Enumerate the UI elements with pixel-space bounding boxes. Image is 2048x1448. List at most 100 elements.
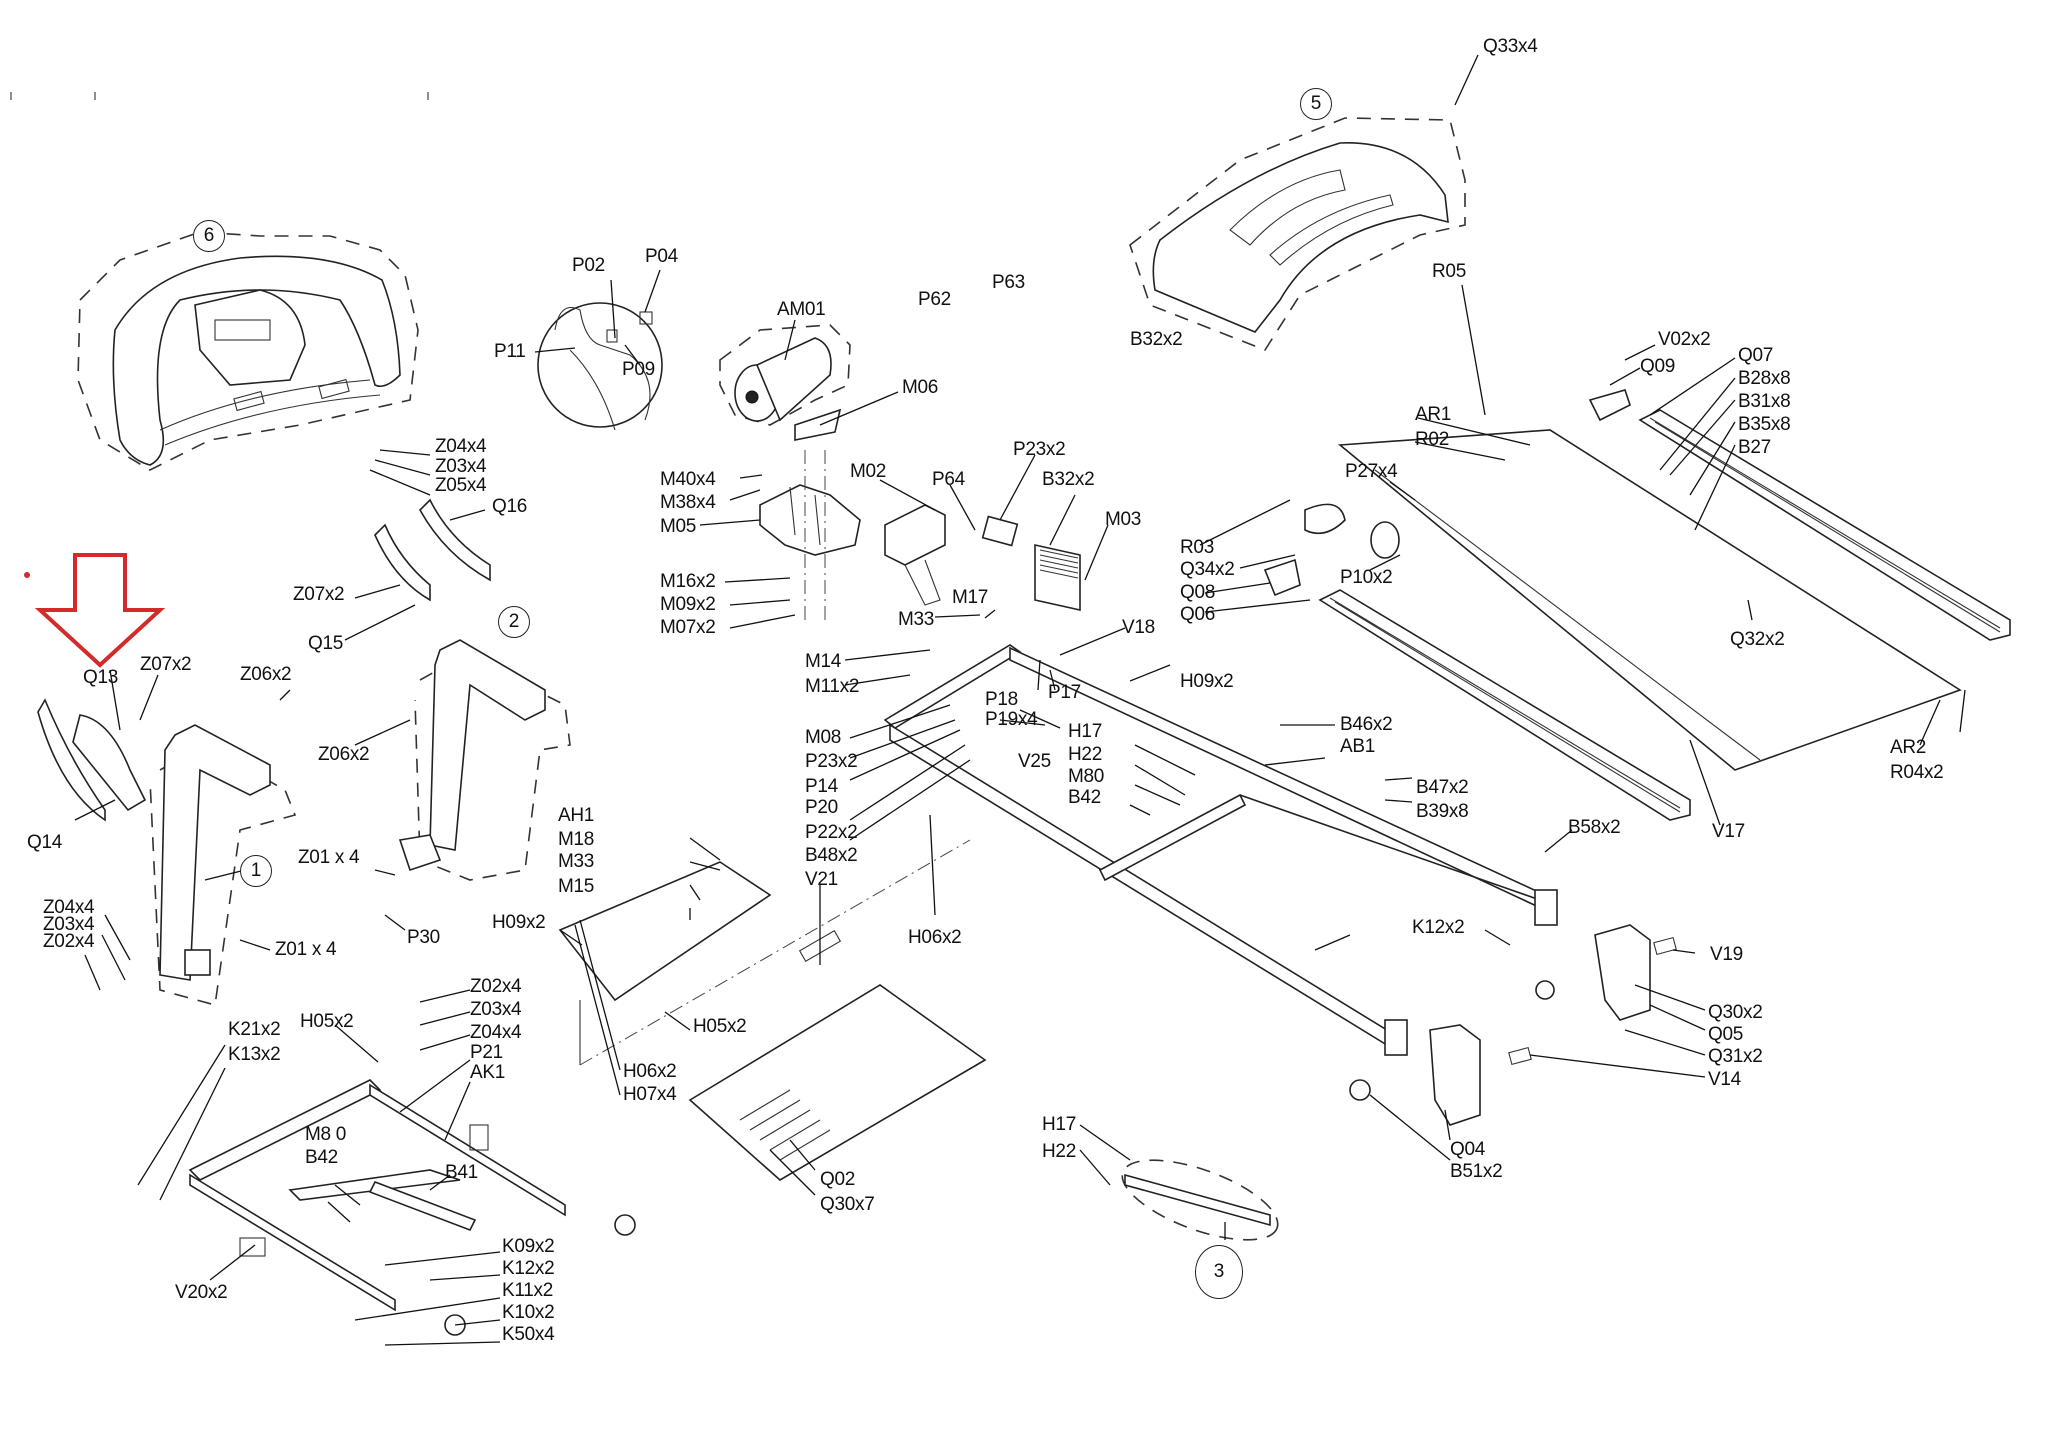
label-q13: Q13 xyxy=(83,667,119,688)
label-h06x2-bot: H06x2 xyxy=(623,1061,677,1082)
label-m11x2: M11x2 xyxy=(805,676,860,697)
label-m16x2: M16x2 xyxy=(660,571,716,592)
label-r02: R02 xyxy=(1415,429,1449,450)
label-b42-mid: B42 xyxy=(1068,787,1101,808)
label-m06: M06 xyxy=(902,377,939,398)
label-q34x2: Q34x2 xyxy=(1180,559,1235,580)
label-p22x2: P22x2 xyxy=(805,822,858,843)
label-v20x2: V20x2 xyxy=(175,1282,228,1303)
label-m03: M03 xyxy=(1105,509,1142,530)
label-p30: P30 xyxy=(407,927,440,948)
assembly-callout-3: 3 xyxy=(1195,1245,1243,1299)
label-p27x4: P27x4 xyxy=(1345,461,1398,482)
label-k11x2: K11x2 xyxy=(502,1280,553,1301)
label-m80-mid: M80 xyxy=(1068,766,1105,787)
label-z06x2-left: Z06x2 xyxy=(240,664,292,685)
label-q08: Q08 xyxy=(1180,582,1216,603)
label-v21: V21 xyxy=(805,869,838,890)
base-cover-drawing xyxy=(688,930,987,1181)
label-p62: P62 xyxy=(918,289,951,310)
highlight-arrow xyxy=(24,553,166,668)
label-q07: Q07 xyxy=(1738,345,1774,366)
label-p09: P09 xyxy=(622,359,655,380)
label-b39x8: B39x8 xyxy=(1416,801,1469,822)
label-b32x2-hood: B32x2 xyxy=(1130,329,1183,350)
motor-hood-drawing xyxy=(1129,117,1466,351)
label-ab1: AB1 xyxy=(1340,736,1376,757)
label-b48x2: B48x2 xyxy=(805,845,858,866)
label-v17: V17 xyxy=(1712,821,1745,842)
label-q32x2: Q32x2 xyxy=(1730,629,1785,650)
label-q30x2: Q30x2 xyxy=(1708,1002,1763,1023)
label-q09: Q09 xyxy=(1640,356,1676,377)
label-h17-bot: H17 xyxy=(1042,1114,1076,1135)
heat-sink-drawing xyxy=(981,515,1081,611)
motor-bracket-drawing xyxy=(759,450,861,620)
label-b47x2: B47x2 xyxy=(1416,777,1469,798)
assembly-callout-1: 1 xyxy=(240,855,272,887)
label-q04: Q04 xyxy=(1450,1139,1486,1160)
label-p04: P04 xyxy=(645,246,678,267)
label-p10x2: P10x2 xyxy=(1340,567,1393,588)
leader-lines xyxy=(74,54,1966,1346)
label-q33x4: Q33x4 xyxy=(1483,36,1538,57)
assembly-callout-5: 5 xyxy=(1300,88,1332,120)
label-p23x2: P23x2 xyxy=(805,751,858,772)
label-q06: Q06 xyxy=(1180,604,1216,625)
label-m08: M08 xyxy=(805,727,842,748)
incline-frame-drawing xyxy=(558,839,971,1066)
label-p02: P02 xyxy=(572,255,605,276)
assembly-callout-2: 2 xyxy=(498,606,530,638)
label-q16: Q16 xyxy=(492,496,528,517)
label-h22-mid: H22 xyxy=(1068,744,1102,765)
label-z07x2-right: Z07x2 xyxy=(293,584,345,605)
label-m09x2: M09x2 xyxy=(660,594,716,615)
label-q15: Q15 xyxy=(308,633,344,654)
label-am01: AM01 xyxy=(777,299,826,320)
label-z03x4-top: Z03x4 xyxy=(435,456,487,477)
label-p63: P63 xyxy=(992,272,1025,293)
label-r03: R03 xyxy=(1180,537,1214,558)
label-k13x2: K13x2 xyxy=(228,1044,281,1065)
label-b58x2: B58x2 xyxy=(1568,817,1621,838)
label-p23x2-top: P23x2 xyxy=(1013,439,1066,460)
assembly-number: 1 xyxy=(250,860,262,881)
label-p21: P21 xyxy=(470,1042,503,1063)
label-k09x2: K09x2 xyxy=(502,1236,555,1257)
label-m33-bot: M33 xyxy=(558,851,595,872)
label-k50x4: K50x4 xyxy=(502,1324,555,1345)
label-r05: R05 xyxy=(1432,261,1466,282)
handle-covers-drawing xyxy=(37,498,491,822)
label-m07x2: M07x2 xyxy=(660,617,716,638)
label-b32x2-mid: B32x2 xyxy=(1042,469,1095,490)
base-frame-drawing xyxy=(188,1079,636,1336)
motor-controller-drawing xyxy=(884,504,946,606)
label-z03x4-bot: Z03x4 xyxy=(470,999,522,1020)
main-frame-drawing xyxy=(883,644,1558,1101)
upright-left-drawing xyxy=(149,724,297,1007)
label-z04x4-top: Z04x4 xyxy=(435,436,487,457)
deck-drawing xyxy=(1263,389,2011,821)
label-h06x2-mid: H06x2 xyxy=(908,927,962,948)
label-b41: B41 xyxy=(445,1162,478,1183)
label-v19: V19 xyxy=(1710,944,1743,965)
label-z07x2-left: Z07x2 xyxy=(140,654,192,675)
label-z06x2-right: Z06x2 xyxy=(318,744,370,765)
wire-harness-drawing xyxy=(537,302,663,431)
label-b42-bot: B42 xyxy=(305,1147,338,1168)
motor-drawing xyxy=(719,324,851,441)
label-m17: M17 xyxy=(952,587,989,608)
label-m15: M15 xyxy=(558,876,595,897)
label-r04x2: R04x2 xyxy=(1890,762,1944,783)
assembly-number: 2 xyxy=(508,611,520,632)
label-m02: M02 xyxy=(850,461,887,482)
label-q02: Q02 xyxy=(820,1169,856,1190)
console-assembly-drawing xyxy=(77,231,419,471)
label-p64: P64 xyxy=(932,469,965,490)
label-p20: P20 xyxy=(805,797,838,818)
label-v02x2: V02x2 xyxy=(1658,329,1711,350)
label-h09x2-right: H09x2 xyxy=(1180,671,1234,692)
label-h07x4: H07x4 xyxy=(623,1084,677,1105)
label-p14: P14 xyxy=(805,776,838,797)
label-k12x2: K12x2 xyxy=(502,1258,555,1279)
